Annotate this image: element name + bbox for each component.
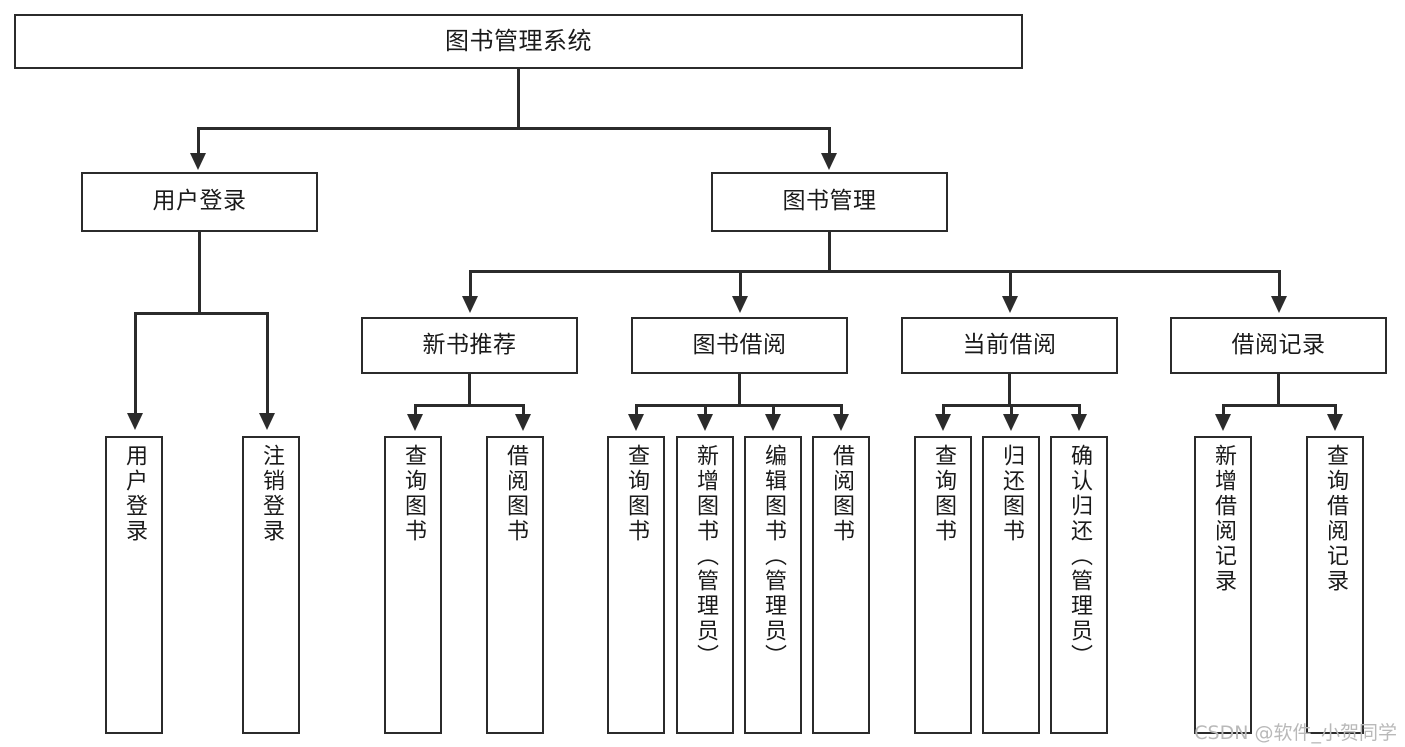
node-label: 图书管理 (782, 188, 877, 215)
connector-drop-leaf-cb-3 (1078, 404, 1081, 416)
node-new-book-recommend[interactable]: 新书推荐 (361, 317, 578, 374)
connector-drop-leaf-nbr-1 (414, 404, 417, 416)
connector-drop-leaf-cb-1 (942, 404, 945, 416)
arrowhead-borrow-record (1271, 296, 1287, 313)
connector-level2-bus (197, 127, 831, 130)
connector-new-book-recommend-stem (468, 374, 471, 405)
arrowhead-leaf-br-1 (1215, 414, 1231, 431)
arrowhead-leaf-user-login-2 (259, 413, 275, 430)
node-label: 查询图书 (401, 444, 426, 544)
node-label: 查询图书 (931, 444, 956, 544)
node-label: 图书借阅 (692, 331, 787, 358)
connector-drop-current-borrow (1009, 270, 1012, 298)
connector-drop-borrow-record (1278, 270, 1281, 298)
leaf-borrow-record-add-record[interactable]: 新增借阅记录 (1194, 436, 1252, 734)
connector-drop-book-management (828, 127, 831, 155)
leaf-borrow-record-query-record[interactable]: 查询借阅记录 (1306, 436, 1364, 734)
connector-current-borrow-stem (1008, 374, 1011, 405)
node-label: 图书管理系统 (445, 27, 592, 56)
leaf-current-borrow-confirm-return-admin[interactable]: 确认归还（管理员） (1050, 436, 1108, 734)
arrowhead-new-book-recommend (462, 296, 478, 313)
node-label: 编辑图书（管理员） (761, 444, 786, 669)
arrowhead-leaf-nbr-1 (407, 414, 423, 431)
arrowhead-book-borrow (732, 296, 748, 313)
leaf-book-borrow-add-book-admin[interactable]: 新增图书（管理员） (676, 436, 734, 734)
connector-borrow-record-bus (1222, 404, 1336, 407)
node-label: 用户登录 (122, 444, 147, 544)
leaf-new-book-borrow-book[interactable]: 借阅图书 (486, 436, 544, 734)
connector-root-stem (517, 69, 520, 128)
node-label: 借阅记录 (1231, 331, 1326, 358)
node-borrow-record[interactable]: 借阅记录 (1170, 317, 1387, 374)
connector-book-borrow-bus (635, 404, 842, 407)
arrowhead-leaf-br-2 (1327, 414, 1343, 431)
leaf-new-book-query-book[interactable]: 查询图书 (384, 436, 442, 734)
connector-drop-leaf-cb-2 (1010, 404, 1013, 416)
leaf-current-borrow-query-book[interactable]: 查询图书 (914, 436, 972, 734)
arrowhead-book-management (821, 153, 837, 170)
node-label: 新增图书（管理员） (693, 444, 718, 669)
node-label: 查询借阅记录 (1323, 444, 1348, 594)
node-label: 确认归还（管理员） (1067, 444, 1092, 669)
leaf-user-login-login[interactable]: 用户登录 (105, 436, 163, 734)
connector-new-book-recommend-bus (414, 404, 524, 407)
connector-drop-leaf-bb-1 (635, 404, 638, 416)
connector-drop-user-login (197, 127, 200, 155)
node-label: 当前借阅 (962, 331, 1057, 358)
connector-level3-bus (469, 270, 1281, 273)
connector-book-management-stem (828, 232, 831, 271)
node-label: 查询图书 (624, 444, 649, 544)
leaf-current-borrow-return-book[interactable]: 归还图书 (982, 436, 1040, 734)
leaf-book-borrow-query-book[interactable]: 查询图书 (607, 436, 665, 734)
arrowhead-leaf-bb-1 (628, 414, 644, 431)
node-label: 新增借阅记录 (1211, 444, 1236, 594)
connector-drop-leaf-br-1 (1222, 404, 1225, 416)
node-label: 注销登录 (259, 444, 284, 544)
leaf-user-login-logout[interactable]: 注销登录 (242, 436, 300, 734)
arrowhead-user-login (190, 153, 206, 170)
node-current-borrow[interactable]: 当前借阅 (901, 317, 1118, 374)
connector-drop-leaf-bb-2 (704, 404, 707, 416)
connector-drop-new-book-recommend (469, 270, 472, 298)
arrowhead-leaf-cb-2 (1003, 414, 1019, 431)
arrowhead-leaf-user-login-1 (127, 413, 143, 430)
node-label: 用户登录 (152, 188, 247, 215)
node-label: 借阅图书 (829, 444, 854, 544)
node-book-borrow[interactable]: 图书借阅 (631, 317, 848, 374)
node-label: 借阅图书 (503, 444, 528, 544)
arrowhead-leaf-cb-3 (1071, 414, 1087, 431)
node-label: 新书推荐 (422, 331, 517, 358)
node-user-login[interactable]: 用户登录 (81, 172, 318, 232)
arrowhead-current-borrow (1002, 296, 1018, 313)
connector-book-borrow-stem (738, 374, 741, 405)
connector-drop-leaf-br-2 (1334, 404, 1337, 416)
connector-drop-leaf-bb-4 (840, 404, 843, 416)
connector-drop-book-borrow (739, 270, 742, 298)
node-book-management[interactable]: 图书管理 (711, 172, 948, 232)
connector-drop-leaf-user-login-1 (134, 312, 137, 415)
leaf-book-borrow-borrow-book[interactable]: 借阅图书 (812, 436, 870, 734)
connector-borrow-record-stem (1277, 374, 1280, 405)
arrowhead-leaf-bb-2 (697, 414, 713, 431)
connector-drop-leaf-bb-3 (772, 404, 775, 416)
arrowhead-leaf-nbr-2 (515, 414, 531, 431)
arrowhead-leaf-bb-4 (833, 414, 849, 431)
connector-user-login-bus (134, 312, 266, 315)
node-label: 归还图书 (999, 444, 1024, 544)
connector-drop-leaf-nbr-2 (522, 404, 525, 416)
node-root-book-management-system[interactable]: 图书管理系统 (14, 14, 1023, 69)
connector-drop-leaf-user-login-2 (266, 312, 269, 415)
connector-user-login-stem (198, 232, 201, 313)
leaf-book-borrow-edit-book-admin[interactable]: 编辑图书（管理员） (744, 436, 802, 734)
arrowhead-leaf-bb-3 (765, 414, 781, 431)
arrowhead-leaf-cb-1 (935, 414, 951, 431)
